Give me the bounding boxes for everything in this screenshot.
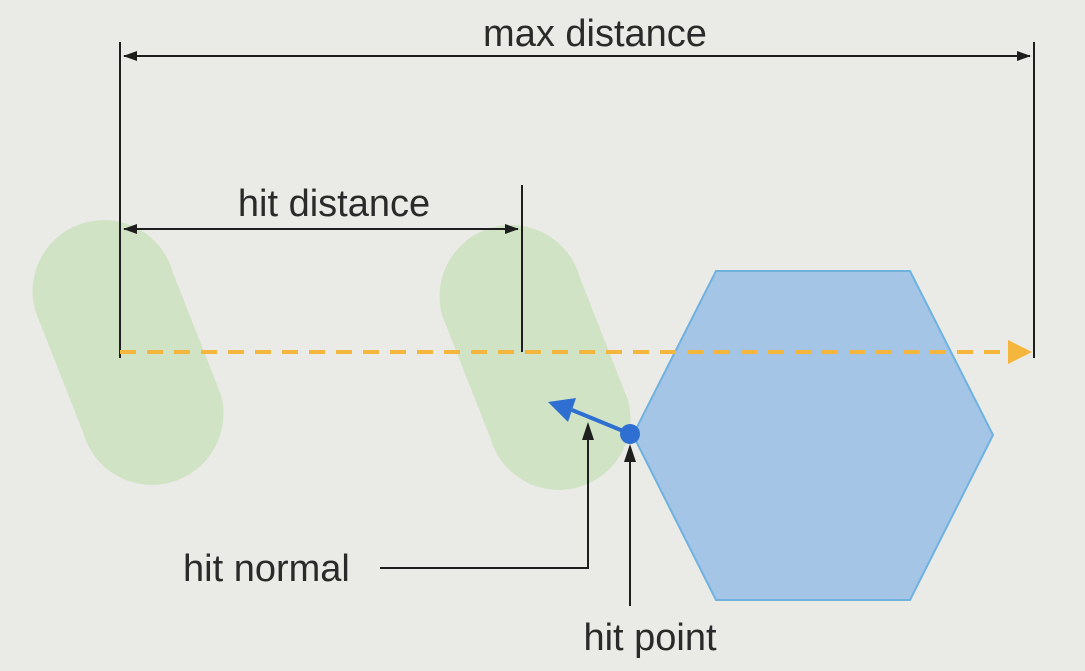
hit-point-label: hit point — [583, 617, 717, 659]
hexagon-obstacle — [631, 270, 995, 601]
hit-normal-leader — [380, 422, 594, 569]
hit-distance-dimension — [123, 185, 523, 352]
ray-cast-line — [120, 340, 1032, 364]
hit-normal-arrow — [548, 398, 629, 435]
capsule-hit — [439, 225, 631, 490]
hit-point-leader — [624, 444, 636, 606]
hit-distance-label: hit distance — [238, 183, 430, 225]
max-distance-dimension — [119, 42, 1035, 358]
hit-point-dot — [620, 424, 640, 444]
max-distance-label: max distance — [483, 13, 707, 55]
hit-normal-label: hit normal — [183, 548, 350, 590]
